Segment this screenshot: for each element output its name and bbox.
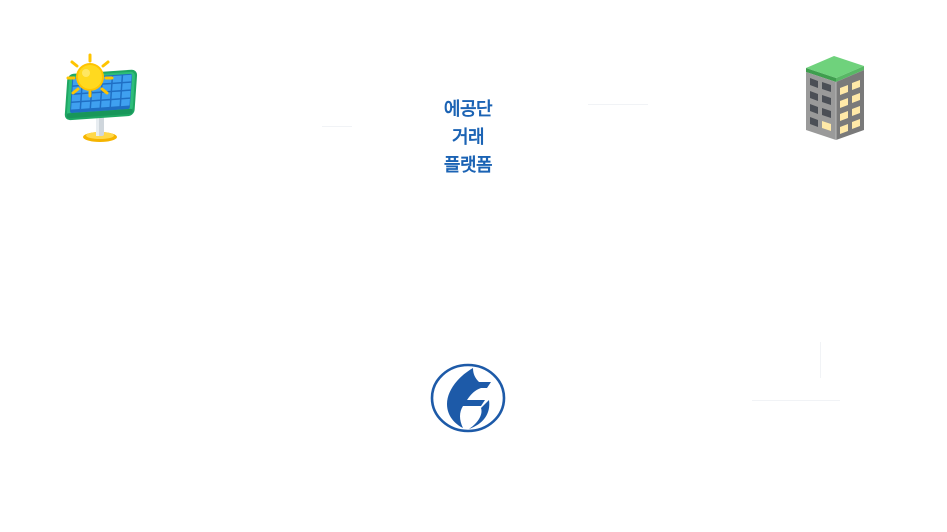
solar-panel-icon (64, 53, 138, 142)
apartment-building-icon (806, 56, 864, 140)
connector-line-left (322, 126, 352, 127)
platform-label-line-1: 에공단 (443, 99, 493, 120)
company-logo-icon (430, 363, 506, 433)
platform-label: 에공단 거래 플랫폼 (418, 96, 518, 180)
platform-label-line-2: 거래 (451, 127, 485, 148)
connector-line-vertical (820, 342, 821, 378)
platform-label-line-3: 플랫폼 (443, 155, 493, 176)
connector-line-bottom-right (752, 400, 840, 401)
connector-line-right (588, 104, 648, 105)
